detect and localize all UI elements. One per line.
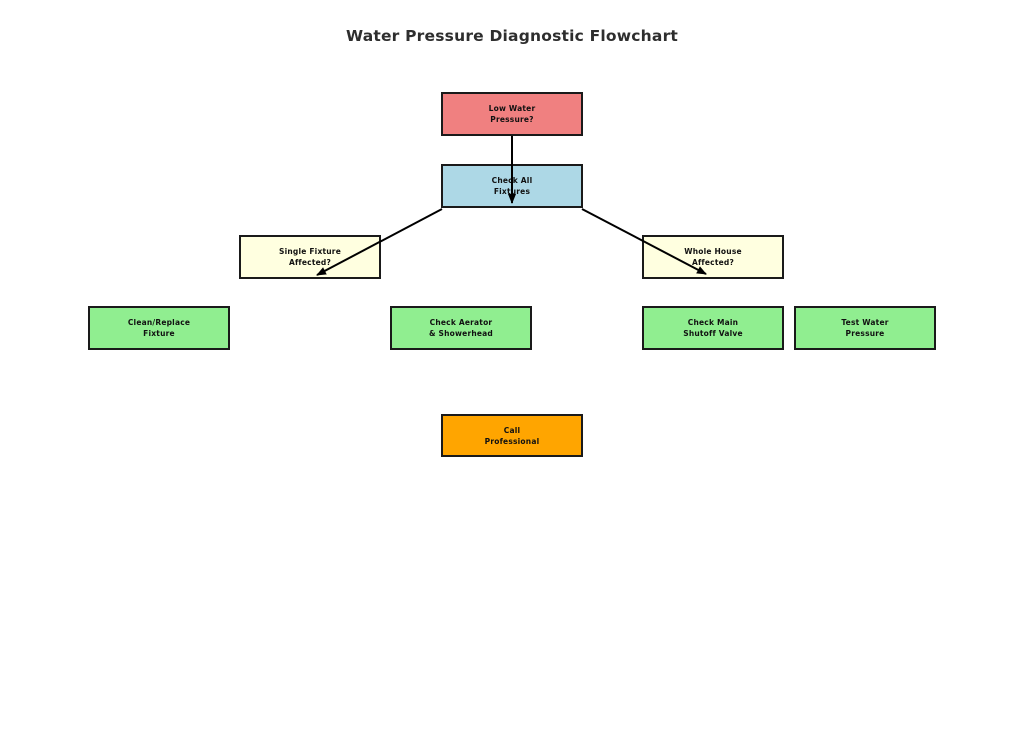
node-whole-house-affected: Whole House Affected? <box>642 235 784 279</box>
node-check-main-shutoff-valve: Check Main Shutoff Valve <box>642 306 784 350</box>
node-low-water-pressure: Low Water Pressure? <box>441 92 583 136</box>
node-clean-replace-fixture: Clean/Replace Fixture <box>88 306 230 350</box>
node-test-water-pressure: Test Water Pressure <box>794 306 936 350</box>
node-single-fixture-affected: Single Fixture Affected? <box>239 235 381 279</box>
chart-title: Water Pressure Diagnostic Flowchart <box>345 27 679 45</box>
node-check-aerator-showerhead: Check Aerator & Showerhead <box>390 306 532 350</box>
node-call-professional: Call Professional <box>441 414 583 457</box>
node-check-all-fixtures: Check All Fixtures <box>441 164 583 208</box>
